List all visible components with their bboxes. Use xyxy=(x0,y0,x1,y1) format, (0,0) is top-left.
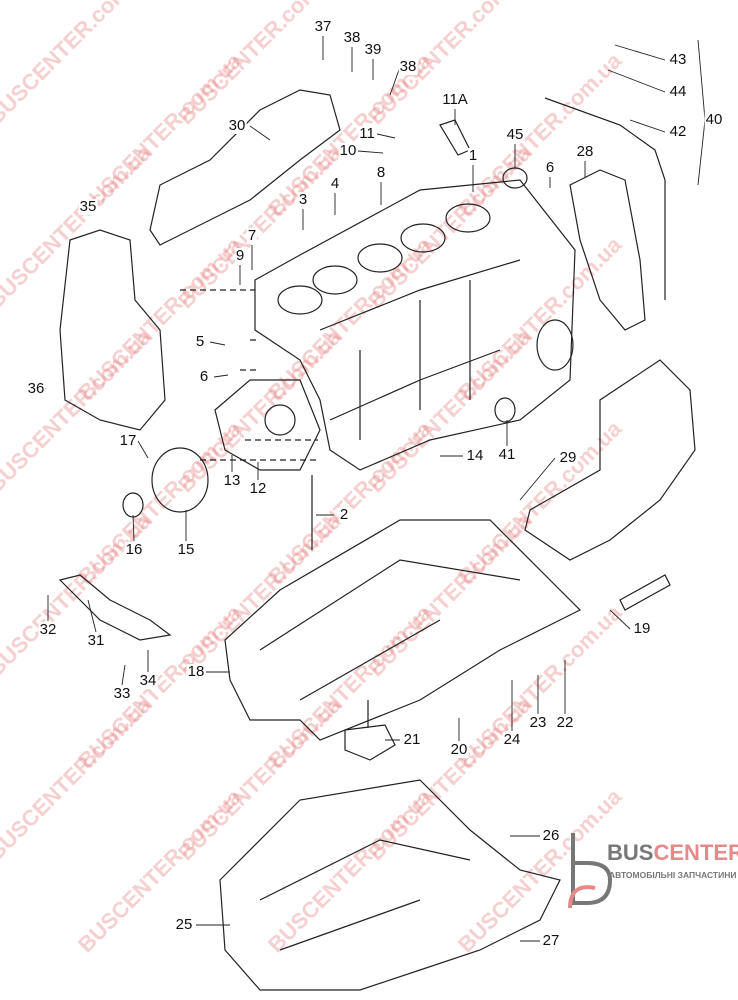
seal-15 xyxy=(151,447,209,513)
bracket-31 xyxy=(58,574,172,641)
callout-label: 5 xyxy=(194,333,206,350)
callout-label: 22 xyxy=(555,714,575,731)
tube-19 xyxy=(619,574,671,611)
callout-label: 23 xyxy=(528,714,548,731)
logo-brand: BUSCENTER xyxy=(607,840,738,866)
callout-label: 31 xyxy=(86,632,106,649)
callout-label: 12 xyxy=(248,480,268,497)
ring-16 xyxy=(122,492,144,518)
callout-label: 44 xyxy=(668,83,688,100)
heat-shield-29 xyxy=(524,359,696,561)
callout-label: 15 xyxy=(176,541,196,558)
cover-35 xyxy=(59,229,166,431)
cylinder-block xyxy=(254,179,576,471)
cover-28 xyxy=(569,169,646,331)
pump-21 xyxy=(344,700,396,761)
callout-label: 34 xyxy=(138,672,158,689)
callout-label: 32 xyxy=(38,621,58,638)
callout-label: 39 xyxy=(363,41,383,58)
callout-label: 30 xyxy=(227,117,247,134)
callout-label: 29 xyxy=(558,449,578,466)
rear-plate xyxy=(214,379,321,471)
callout-label: 11 xyxy=(358,125,376,142)
callout-label: 21 xyxy=(402,731,422,748)
callout-label: 13 xyxy=(222,472,242,489)
callout-label: 6 xyxy=(544,159,556,176)
callout-label: 4 xyxy=(329,175,341,192)
callout-label: 20 xyxy=(449,741,469,758)
lower-pan-25 xyxy=(219,779,561,991)
callout-label: 18 xyxy=(186,663,206,680)
callout-label: 7 xyxy=(246,227,258,244)
dipstick-40 xyxy=(544,97,666,300)
oil-pan-18 xyxy=(224,519,582,741)
callout-label: 11A xyxy=(441,91,469,108)
callout-label: 35 xyxy=(78,198,98,215)
callout-label: 33 xyxy=(112,685,132,702)
callout-label: 6 xyxy=(198,368,210,385)
callout-label: 16 xyxy=(124,541,144,558)
callout-label: 43 xyxy=(668,51,688,68)
callout-label: 2 xyxy=(338,506,350,523)
callout-label: 3 xyxy=(297,191,309,208)
heat-shield-30 xyxy=(149,89,341,246)
callout-label: 41 xyxy=(497,446,517,463)
callout-label: 9 xyxy=(234,247,246,264)
callout-label: 37 xyxy=(313,18,333,35)
seal-45 xyxy=(502,167,528,189)
callout-label: 26 xyxy=(541,827,561,844)
callout-label: 8 xyxy=(375,164,387,181)
callout-label: 17 xyxy=(118,432,138,449)
logo-tagline: АВТОМОБІЛЬНІ ЗАПЧАСТИНИ xyxy=(609,870,737,880)
callout-label: 45 xyxy=(505,126,525,143)
callout-label: 25 xyxy=(174,916,194,933)
logo-brand-part2: CENTER xyxy=(653,840,738,865)
callout-label: 38 xyxy=(398,58,418,75)
callout-label: 10 xyxy=(338,142,358,159)
seal-41 xyxy=(494,397,516,423)
callout-label: 36 xyxy=(26,380,46,397)
callout-label: 1 xyxy=(467,147,479,164)
callout-label: 40 xyxy=(704,111,724,128)
callout-label: 42 xyxy=(668,123,688,140)
callout-label: 27 xyxy=(541,932,561,949)
logo-brand-part1: BUS xyxy=(607,840,654,865)
callout-label: 24 xyxy=(502,731,522,748)
buscenter-logo: BUSCENTER АВТОМОБІЛЬНІ ЗАПЧАСТИНИ xyxy=(565,828,738,918)
logo-mark-icon xyxy=(568,833,613,909)
callout-label: 38 xyxy=(342,29,362,46)
callout-label: 14 xyxy=(465,447,485,464)
callout-label: 19 xyxy=(632,620,652,637)
callout-label: 28 xyxy=(575,143,595,160)
tube-11a xyxy=(439,119,471,156)
